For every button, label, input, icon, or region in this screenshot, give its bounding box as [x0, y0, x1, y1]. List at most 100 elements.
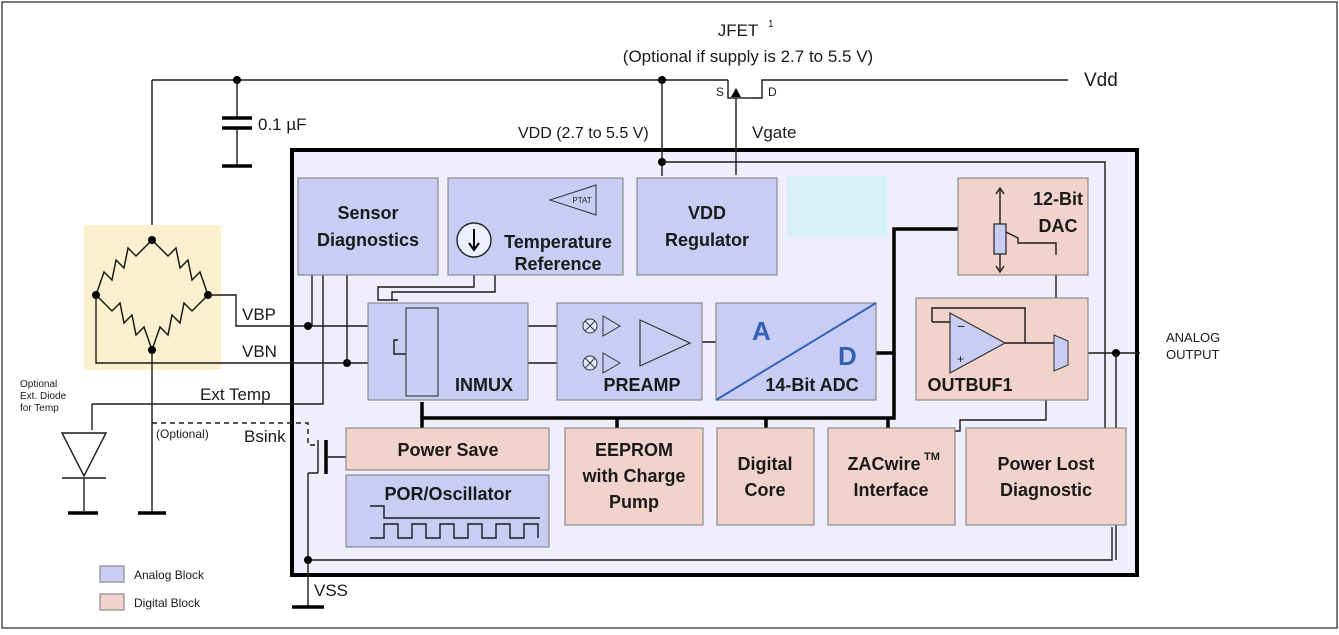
mux-icon	[405, 307, 439, 397]
mux-loop	[393, 339, 406, 355]
temp-ref-line1: Temperature	[504, 232, 612, 252]
jfet-s-label: S	[716, 85, 724, 99]
zacwire-line2: Interface	[853, 480, 928, 500]
vdd-regulator-block	[636, 177, 778, 276]
diode-note-line3: for Temp	[20, 403, 59, 414]
digital-core-line2: Core	[744, 480, 785, 500]
adc-to-dac-bus	[876, 227, 958, 355]
vdd-regulator-line1: VDD	[688, 203, 726, 223]
dac-line2: DAC	[1039, 216, 1078, 236]
vbn-label: VBN	[242, 342, 277, 361]
zacwire-line1: ZACwire	[847, 454, 920, 474]
outbuf-feedback	[931, 307, 1026, 343]
preamp-triangle-icon	[639, 319, 692, 367]
ext-temp-wire	[92, 275, 324, 405]
dac-line1: 12-Bit	[1033, 189, 1083, 209]
adc-d-label: D	[838, 341, 857, 371]
buffer-icon-2	[602, 352, 621, 374]
eeprom-block	[564, 427, 704, 526]
diode-symbol	[60, 432, 108, 478]
zacwire-tm: TM	[924, 451, 940, 463]
dac-block	[957, 177, 1089, 276]
dac-resistor-icon	[993, 223, 1007, 255]
vdd-rail-right	[752, 79, 1068, 99]
power-lost-block	[965, 427, 1127, 526]
optional-label: (Optional)	[156, 427, 209, 441]
adc-diagonal	[715, 302, 877, 401]
resistor-bridge	[95, 239, 209, 351]
opamp-plus: +	[957, 352, 964, 366]
vss-rail	[307, 473, 1113, 561]
analog-output-line2: OUTPUT	[1166, 347, 1220, 362]
legend-analog-label: Analog Block	[134, 568, 205, 582]
power-lost-line1: Power Lost	[997, 454, 1094, 474]
vdd-label: Vdd	[1084, 70, 1118, 91]
por-oscillator-label: POR/Oscillator	[384, 484, 511, 504]
legend-analog-swatch	[99, 565, 125, 583]
vss-label: VSS	[314, 581, 348, 600]
dac-arrows-icon	[995, 186, 1005, 274]
inmux-label: INMUX	[455, 375, 513, 395]
legend-digital-swatch	[99, 593, 125, 611]
bsink-wire	[152, 422, 318, 446]
ptat-label: PTAT	[572, 196, 591, 205]
jfet-superscript: 1	[768, 19, 774, 30]
buffer-icon-1	[602, 315, 621, 337]
por-waveform	[370, 505, 540, 519]
bsink-label: Bsink	[244, 427, 286, 446]
diode-note-line2: Ext. Diode	[20, 391, 67, 402]
jfet-label: JFET	[718, 21, 759, 40]
vdd-regulator-line2: Regulator	[665, 230, 749, 250]
diode-note-line1: Optional	[20, 379, 57, 390]
jfet-d-label: D	[768, 85, 777, 99]
digital-core-line1: Digital	[737, 454, 792, 474]
zacwire-block	[827, 427, 956, 526]
eeprom-line2: with Charge	[581, 466, 685, 486]
legend-digital-label: Digital Block	[134, 596, 201, 610]
preamp-label: PREAMP	[603, 375, 680, 395]
eeprom-line1: EEPROM	[595, 440, 673, 460]
por-oscillator-block	[345, 474, 550, 548]
sensor-diagnostics-line1: Sensor	[337, 203, 398, 223]
power-save-label: Power Save	[397, 440, 498, 460]
vbp-wire	[208, 294, 398, 327]
jfet-source	[727, 80, 738, 99]
jfet-note: (Optional if supply is 2.7 to 5.5 V)	[623, 47, 873, 66]
digital-bus	[420, 353, 896, 431]
output-mux-icon	[1053, 334, 1069, 372]
power-save-block	[345, 427, 550, 471]
digital-core-block	[716, 427, 815, 526]
sensor-diagnostics-block	[297, 177, 439, 276]
chopper-cross-icon	[584, 320, 596, 369]
bsink-mosfet-leg	[308, 440, 319, 474]
eeprom-line3: Pump	[609, 492, 659, 512]
opamp-icon	[949, 311, 1007, 375]
vbn-wire	[95, 295, 398, 364]
outbuf-label: OUTBUF1	[928, 375, 1013, 395]
bridge-background	[84, 225, 221, 370]
ptat-amp-icon	[548, 184, 597, 216]
temp-sensor-wire	[377, 262, 475, 301]
jfet-arrow	[731, 88, 741, 97]
adc-label: 14-Bit ADC	[765, 375, 858, 395]
junction-vbp	[304, 322, 312, 330]
sensor-diagnostics-line2: Diagnostics	[317, 230, 419, 250]
ext-temp-label: Ext Temp	[200, 385, 271, 404]
oscillator-waveform	[370, 523, 539, 539]
adc-a-label: A	[752, 316, 771, 346]
analog-output-line1: ANALOG	[1166, 330, 1220, 345]
capacitor-label: 0.1 µF	[258, 115, 307, 134]
preamp-block	[556, 302, 703, 401]
current-arrow-icon	[468, 229, 480, 252]
vgate-label: Vgate	[752, 123, 796, 142]
bridge-node-top	[148, 236, 156, 244]
temp-ref-line2: Reference	[514, 254, 601, 274]
vdd-range-label: VDD (2.7 to 5.5 V)	[518, 125, 649, 142]
bus-taps	[420, 402, 890, 431]
opamp-minus: −	[957, 318, 965, 334]
vbp-label: VBP	[242, 305, 276, 324]
power-lost-line2: Diagnostic	[1000, 480, 1092, 500]
blank-block	[787, 176, 887, 236]
